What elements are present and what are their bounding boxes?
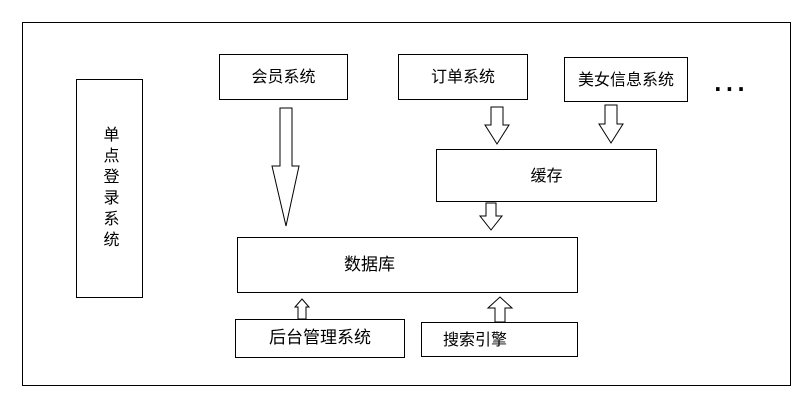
admin-system-box: 后台管理系统 [235, 319, 405, 358]
sso-system-label: 单点登录系统 [100, 125, 120, 252]
beauty-info-system-box: 美女信息系统 [564, 57, 688, 102]
database-box: 数据库 [237, 237, 578, 293]
search-engine-box: 搜索引擎 [421, 322, 578, 357]
member-system-label: 会员系统 [251, 67, 316, 86]
order-system-label: 订单系统 [430, 67, 495, 86]
beauty-info-system-label: 美女信息系统 [577, 69, 674, 89]
more-systems-ellipsis: ... [714, 72, 749, 96]
search-engine-label: 搜索引擎 [443, 329, 508, 349]
cache-box: 缓存 [436, 149, 657, 202]
cache-label: 缓存 [530, 165, 563, 185]
database-label: 数据库 [344, 254, 395, 275]
sso-system-box: 单点登录系统 [76, 79, 143, 298]
order-system-box: 订单系统 [398, 54, 528, 100]
member-system-box: 会员系统 [219, 54, 348, 100]
admin-system-label: 后台管理系统 [269, 328, 371, 348]
